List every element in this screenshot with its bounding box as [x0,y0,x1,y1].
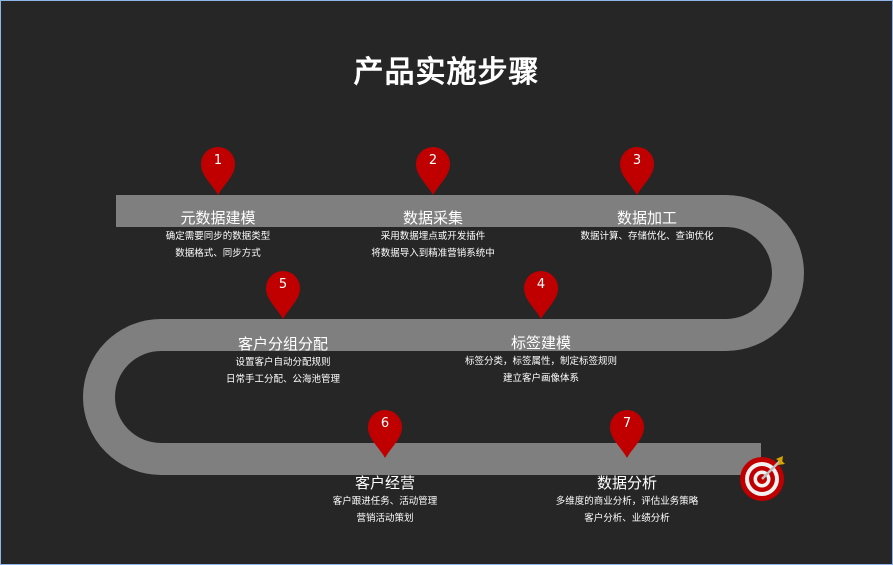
map-pin-icon [524,271,558,319]
step-7-desc-line-1: 多维度的商业分析，评估业务策略 [555,496,699,507]
step-7-desc-line-2: 客户分析、业绩分析 [584,513,670,524]
pin-step-7: 7 [609,409,645,459]
step-6-desc-line-1: 客户跟进任务、活动管理 [332,496,438,507]
step-3-desc: 数据计算、存储优化、查询优化 [537,228,757,245]
map-pin-icon [266,271,300,319]
map-pin-icon [416,147,450,195]
pin-number: 2 [428,153,438,168]
pin-step-6: 6 [367,409,403,459]
pin-number: 7 [622,416,632,431]
step-5-title: 客户分组分配 [237,335,328,353]
step-6-desc: 客户跟进任务、活动管理 营销活动策划 [275,493,495,527]
page-title: 产品实施步骤 [353,55,540,90]
pin-step-5: 5 [265,270,301,320]
map-pin-icon [201,147,235,195]
step-3-desc-line-1: 数据计算、存储优化、查询优化 [580,231,714,242]
step-7-desc: 多维度的商业分析，评估业务策略 客户分析、业绩分析 [517,493,737,527]
step-4-title: 标签建模 [510,334,571,352]
pin-step-4: 4 [523,270,559,320]
step-7-title: 数据分析 [596,474,657,492]
map-pin-icon [620,147,654,195]
map-pin-icon [368,410,402,458]
step-2-desc-line-1: 采用数据埋点或开发插件 [380,231,486,242]
step-5-desc: 设置客户自动分配规则 日常手工分配、公海池管理 [173,354,393,388]
pin-number: 5 [278,277,288,292]
pin-step-1: 1 [200,146,236,196]
step-6-desc-line-2: 营销活动策划 [356,513,414,524]
target-icon [740,456,785,501]
pin-number: 3 [632,153,642,168]
pin-step-2: 2 [415,146,451,196]
step-2-title: 数据采集 [402,209,463,227]
map-pin-icon [610,410,644,458]
step-6-title: 客户经营 [354,474,415,492]
step-1-desc-line-1: 确定需要同步的数据类型 [165,231,271,242]
pin-step-3: 3 [619,146,655,196]
step-1-desc: 确定需要同步的数据类型 数据格式、同步方式 [108,228,328,262]
pin-number: 6 [380,416,390,431]
step-4-desc: 标签分类，标签属性，制定标签规则 建立客户画像体系 [431,353,651,387]
step-4-desc-line-2: 建立客户画像体系 [502,373,579,384]
step-1-title: 元数据建模 [180,209,256,227]
step-4-desc-line-1: 标签分类，标签属性，制定标签规则 [464,356,617,367]
step-3-title: 数据加工 [616,209,677,227]
step-5-desc-line-1: 设置客户自动分配规则 [235,357,331,368]
road-path [83,195,804,475]
step-5-desc-line-2: 日常手工分配、公海池管理 [225,374,340,385]
target-goal [738,453,788,503]
pin-number: 4 [536,277,546,292]
step-2-desc: 采用数据埋点或开发插件 将数据导入到精准营销系统中 [323,228,543,262]
step-1-desc-line-2: 数据格式、同步方式 [175,248,261,259]
step-2-desc-line-2: 将数据导入到精准营销系统中 [371,248,495,259]
pin-number: 1 [213,153,223,168]
